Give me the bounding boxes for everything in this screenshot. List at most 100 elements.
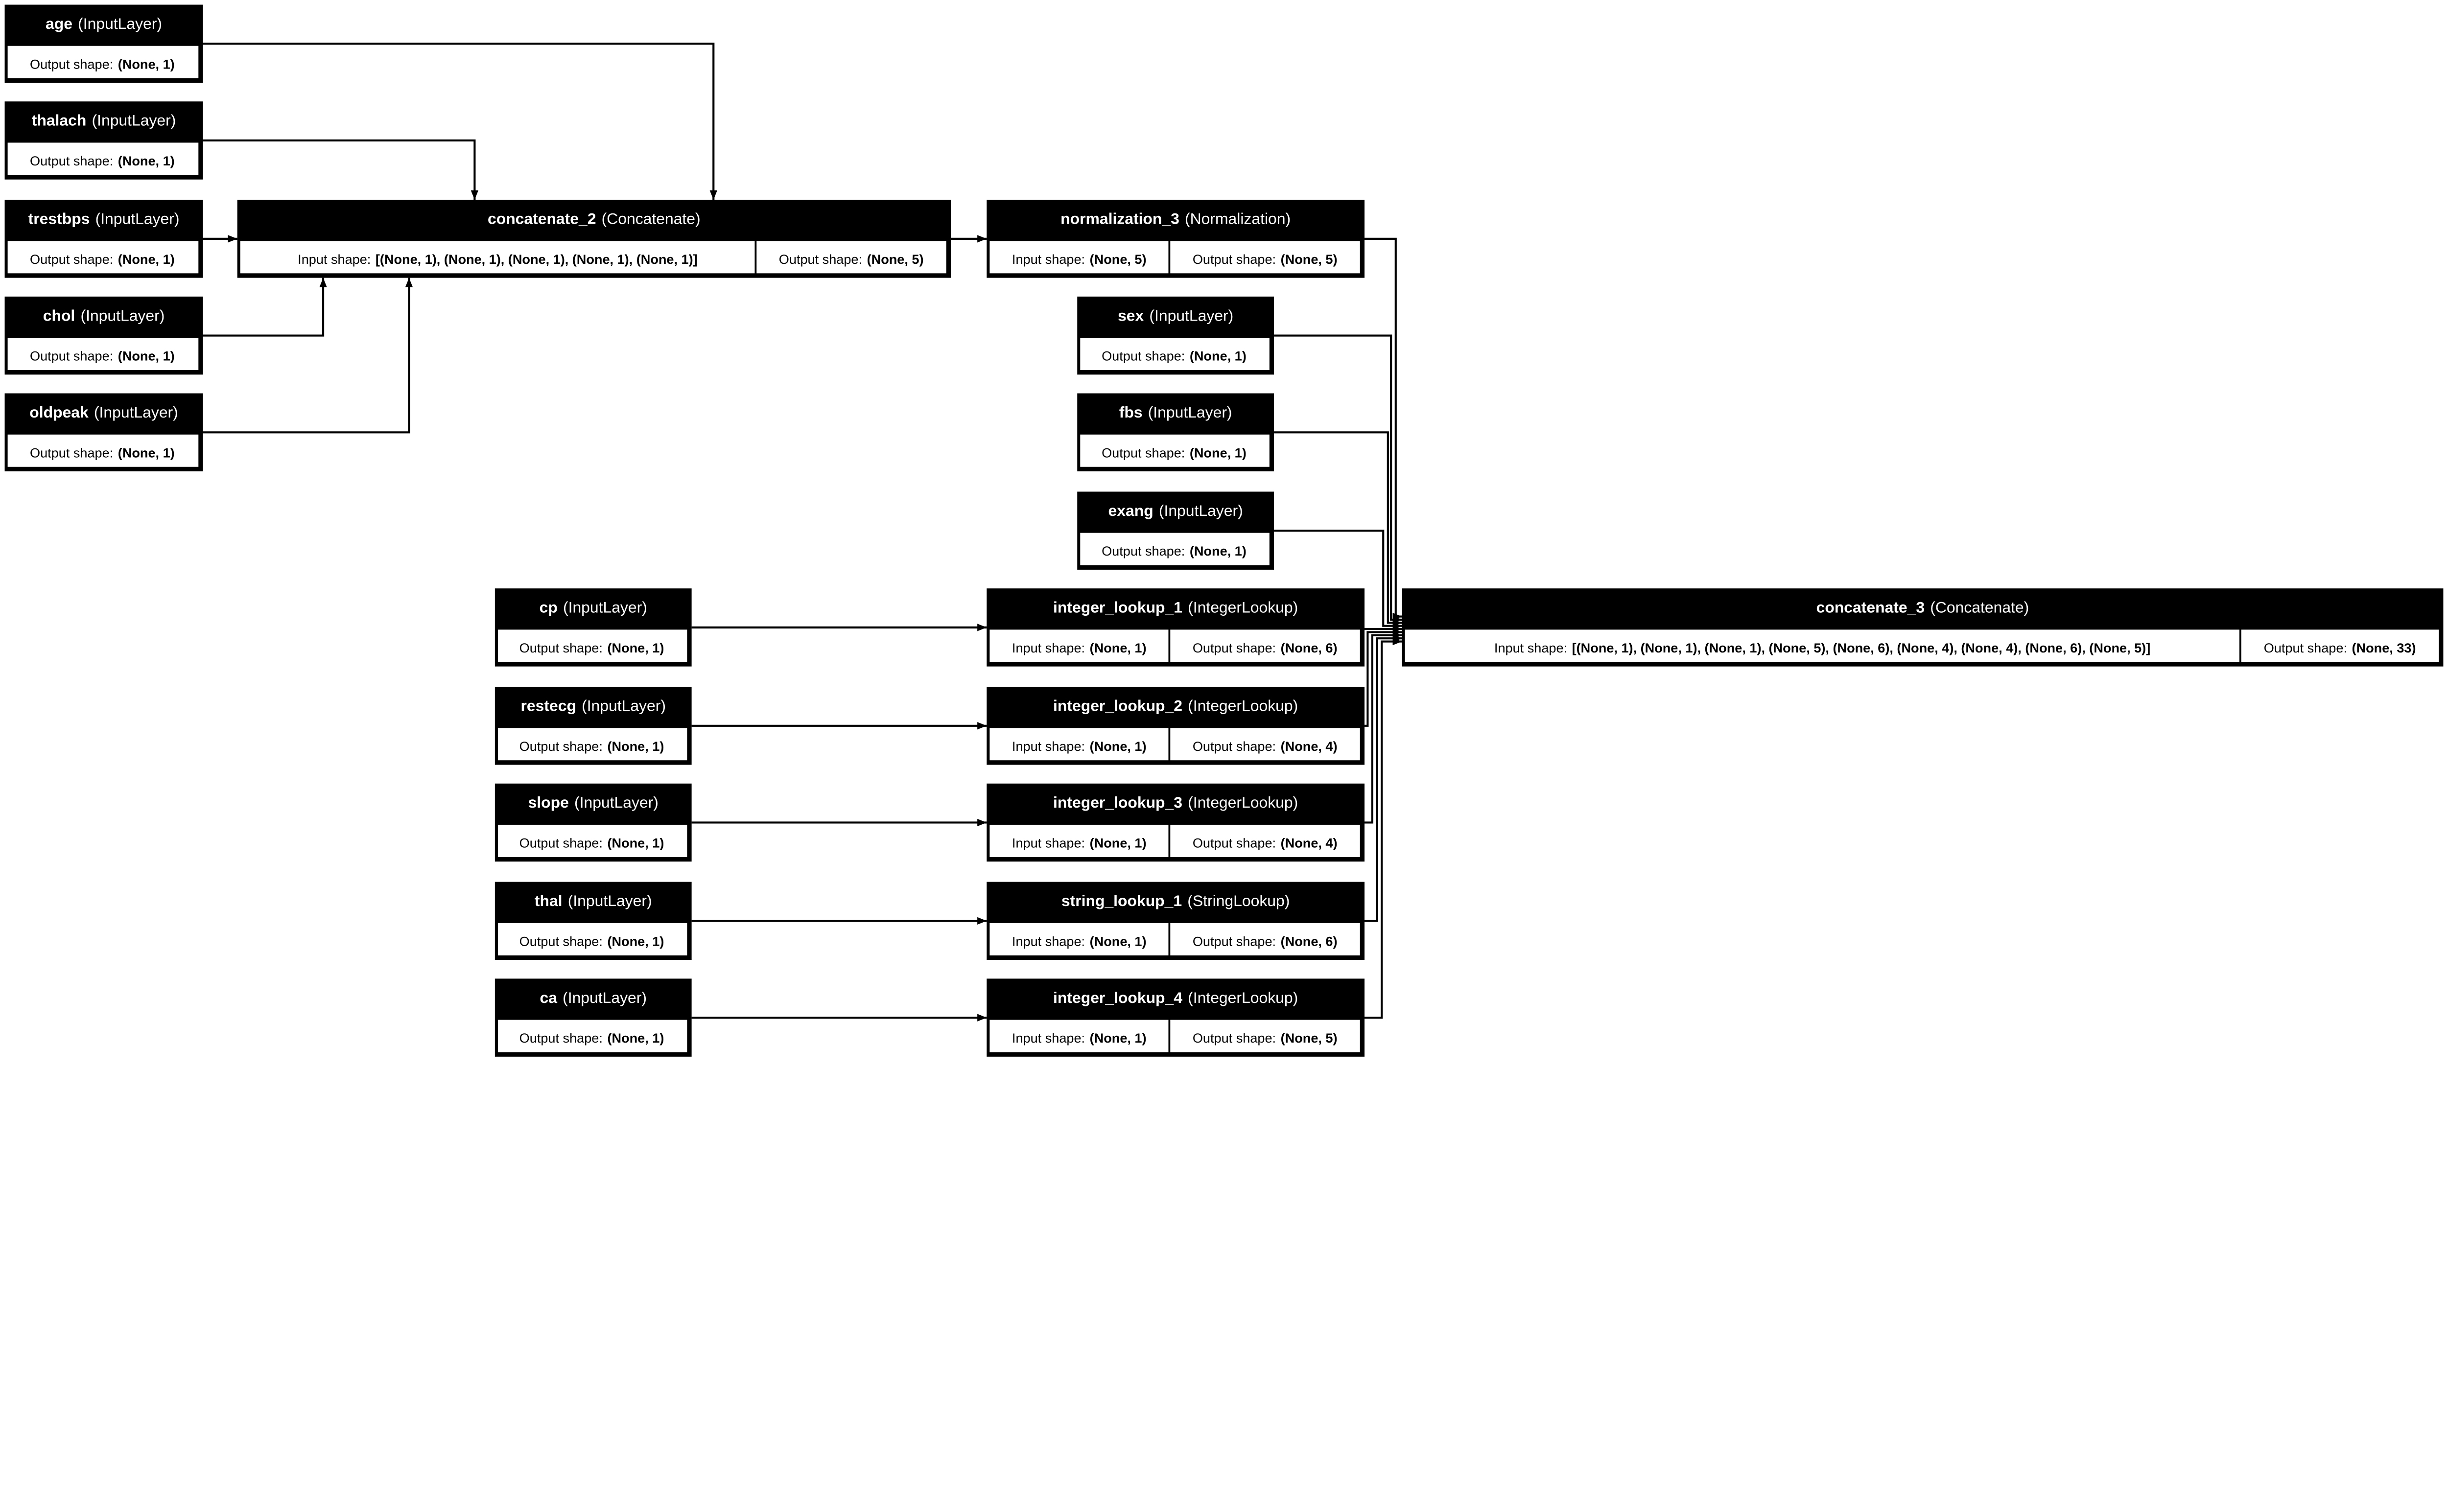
layer-node-cp[interactable]: cp(InputLayer)Output shape:(None, 1) — [494, 588, 692, 667]
node-title: exang(InputLayer) — [1108, 502, 1243, 519]
output-shape-value: (None, 4) — [1281, 835, 1338, 850]
output-shape-label: Output shape: — [519, 640, 603, 655]
node-title: string_lookup_1(StringLookup) — [1061, 892, 1290, 909]
input-shape-label: Input shape: — [1012, 252, 1085, 267]
layer-type: (Normalization) — [1185, 210, 1291, 228]
layer-type: (InputLayer) — [1149, 306, 1233, 324]
layer-name: oldpeak — [29, 403, 89, 421]
layer-name: string_lookup_1 — [1061, 892, 1182, 909]
output-shape-label: Output shape: — [1193, 835, 1276, 850]
output-shape-label: Output shape: — [30, 153, 113, 168]
output-shape-value: (None, 5) — [1281, 252, 1338, 267]
layer-node-concatenate_2[interactable]: concatenate_2(Concatenate)Input shape:[(… — [237, 200, 951, 278]
edge-oldpeak-to-concatenate_2 — [203, 278, 413, 434]
layer-type: (Concatenate) — [602, 210, 701, 228]
layer-type: (InputLayer) — [94, 403, 178, 421]
layer-type: (IntegerLookup) — [1188, 989, 1298, 1006]
layer-type: (InputLayer) — [574, 793, 659, 811]
layer-node-ca[interactable]: ca(InputLayer) Output shape:(None, 1) — [494, 978, 692, 1057]
node-title: age(InputLayer) — [46, 15, 162, 32]
node-body — [1079, 336, 1271, 372]
output-shape-value: (None, 1) — [1190, 349, 1247, 364]
layer-node-slope[interactable]: slope(InputLayer)Output shape:(None, 1) — [494, 783, 692, 862]
layer-name: ca — [540, 989, 557, 1006]
layer-node-trestbps[interactable]: trestbps(InputLayer)Output shape:(None, … — [4, 200, 203, 278]
layer-node-integer_lookup_2[interactable]: integer_lookup_2(IntegerLookup)Input sha… — [987, 687, 1365, 765]
layer-node-fbs[interactable]: fbs(InputLayer)Output shape:(None, 1) — [1077, 393, 1274, 472]
layer-name: restecg — [521, 697, 576, 714]
edge-thalach-to-concatenate_2 — [203, 139, 479, 200]
output-shape: Output shape:(None, 1) — [30, 349, 175, 364]
node-title: thalach(InputLayer) — [32, 112, 176, 129]
layer-type: (InputLayer) — [563, 599, 647, 616]
node-title: normalization_3(Normalization) — [1060, 210, 1291, 228]
node-title: fbs(InputLayer) — [1119, 403, 1232, 421]
node-title: trestbps(InputLayer) — [28, 210, 180, 228]
layer-node-string_lookup_1[interactable]: string_lookup_1(StringLookup) Input shape… — [987, 882, 1365, 960]
node-body — [988, 628, 1362, 663]
input-shape: Input shape:(None, 1) — [1012, 933, 1147, 949]
edges — [203, 43, 1402, 1022]
layer-node-restecg[interactable]: restecg(InputLayer)Output shape:(None, 1… — [494, 687, 692, 765]
input-shape: Input shape:(None, 1) — [1012, 640, 1147, 655]
output-shape: Output shape:(None, 5) — [779, 252, 924, 267]
node-body — [988, 239, 1362, 275]
output-shape: Output shape:(None, 1) — [30, 445, 175, 460]
output-shape-value: (None, 33) — [2352, 640, 2416, 655]
layer-name: integer_lookup_4 — [1053, 989, 1182, 1006]
output-shape-label: Output shape: — [1102, 349, 1185, 364]
layer-type: (InputLayer) — [95, 210, 180, 228]
layer-node-exang[interactable]: exang(InputLayer)Output shape:(None, 1) — [1077, 491, 1274, 570]
node-title: concatenate_3 (Concatenate) — [1816, 599, 2029, 616]
layer-type: (InputLayer) — [92, 112, 176, 129]
output-shape-value: (None, 5) — [1281, 1030, 1338, 1046]
output-shape-value: (None, 1) — [607, 933, 664, 949]
layer-node-integer_lookup_3[interactable]: integer_lookup_3(IntegerLookup) Input sha… — [987, 783, 1365, 862]
output-shape-label: Output shape: — [1193, 1030, 1276, 1046]
layer-node-normalization_3[interactable]: normalization_3(Normalization) Input shap… — [987, 200, 1365, 278]
layer-node-chol[interactable]: chol(InputLayer) Output shape:(None, 1) — [4, 296, 203, 375]
layer-name: integer_lookup_1 — [1053, 599, 1182, 616]
node-body — [988, 726, 1362, 762]
output-shape: Output shape:(None, 33) — [2264, 640, 2416, 655]
layer-type: (IntegerLookup) — [1188, 599, 1298, 616]
input-shape-value: [(None, 1), (None, 1), (None, 1), (None,… — [1572, 640, 2151, 655]
node-title: integer_lookup_4 (IntegerLookup) — [1053, 989, 1298, 1006]
input-shape-value: (None, 1) — [1090, 640, 1147, 655]
input-shape: Input shape:(None, 5) — [1012, 252, 1147, 267]
output-shape: Output shape:(None, 5) — [1193, 252, 1338, 267]
node-body — [496, 922, 688, 957]
layer-node-thal[interactable]: thal(InputLayer)Output shape:(None, 1) — [494, 882, 692, 960]
layer-node-integer_lookup_4[interactable]: integer_lookup_4 (IntegerLookup) Input sha… — [987, 978, 1365, 1057]
output-shape-label: Output shape: — [30, 56, 113, 71]
node-body — [6, 141, 200, 177]
layer-node-integer_lookup_1[interactable]: integer_lookup_1 (IntegerLookup) Input sha… — [987, 588, 1365, 667]
edge-chol-to-concatenate_2 — [203, 278, 327, 337]
node-body — [988, 823, 1362, 859]
output-shape-label: Output shape: — [1102, 543, 1185, 558]
layer-name: concatenate_3 — [1816, 599, 1925, 616]
node-title: integer_lookup_3(IntegerLookup) — [1053, 793, 1298, 811]
output-shape-label: Output shape: — [1102, 445, 1185, 460]
layer-node-oldpeak[interactable]: oldpeak (InputLayer) Output shape:(None, 1… — [4, 393, 203, 472]
node-title: ca(InputLayer) — [540, 989, 646, 1006]
layer-type: (Concatenate) — [1930, 599, 2029, 616]
node-body — [6, 239, 200, 275]
input-shape: Input shape: (None, 1) — [1012, 835, 1147, 850]
node-title: chol(InputLayer) — [43, 306, 165, 324]
layer-node-sex[interactable]: sex(InputLayer)Output shape:(None, 1) — [1077, 296, 1274, 375]
output-shape-value: (None, 1) — [118, 349, 175, 364]
layer-node-concatenate_3[interactable]: concatenate_3(Concatenate)Input shape:[(… — [1402, 588, 2444, 667]
input-shape-value: (None, 1) — [1090, 835, 1147, 850]
input-shape-label: Input shape: — [1012, 1030, 1085, 1046]
output-shape: Output shape:(None, 1) — [30, 56, 175, 71]
node-title: integer_lookup_1 (IntegerLookup) — [1053, 599, 1298, 616]
output-shape-label: Output shape: — [1193, 739, 1276, 754]
edge-integer_lookup_2-to-concatenate_3 — [1364, 628, 1402, 727]
input-shape-label: Input shape: — [1012, 835, 1085, 850]
layer-node-thalach[interactable]: thalach(InputLayer)Output shape:(None, 1… — [4, 101, 203, 180]
layer-node-age[interactable]: age(InputLayer) Output shape:(None, 1) — [4, 4, 203, 83]
output-shape: Output shape:(None, 1) — [519, 739, 664, 754]
output-shape-value: (None, 1) — [607, 835, 664, 850]
output-shape: Output shape:(None, 1) — [519, 1030, 664, 1046]
